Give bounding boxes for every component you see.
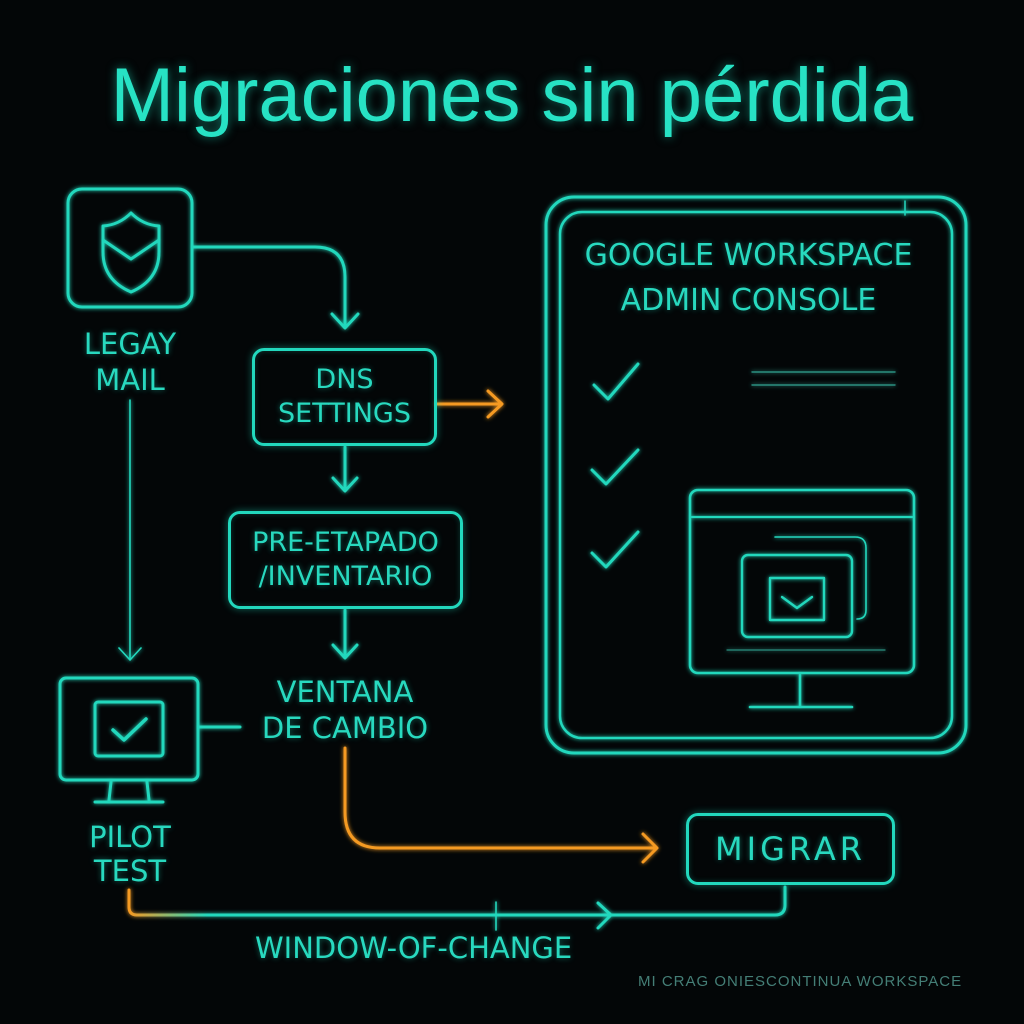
- arrow-legacy-to-dns: [191, 245, 347, 328]
- pilot-test-label: PILOT TEST: [89, 820, 171, 889]
- legacy-mail-label: LEGAY MAIL: [83, 327, 177, 398]
- arrow-ventana-to-migrar: [343, 746, 657, 850]
- node-dns-settings[interactable]: DNS SETTINGS: [252, 348, 437, 446]
- check-icon-2: [590, 448, 640, 486]
- page-title: Migraciones sin pérdida: [110, 53, 914, 138]
- admin-console-panel[interactable]: GOOGLE WORKSPACE ADMIN CONSOLE: [546, 197, 966, 753]
- window-of-change-label: WINDOW-OF-CHANGE: [255, 931, 573, 965]
- footer-caption: MI CRAG ONIESCONTINUA WORKSPACE: [638, 973, 963, 990]
- node-legacy-mail[interactable]: [68, 189, 192, 307]
- admin-console-title: GOOGLE WORKSPACE ADMIN CONSOLE: [584, 238, 913, 318]
- migrar-button[interactable]: MIGRAR: [686, 813, 895, 885]
- arrow-window-of-change: [127, 885, 787, 917]
- node-pre-etapado[interactable]: PRE-ETAPADO /INVENTARIO: [228, 511, 463, 609]
- check-icon-3: [590, 530, 640, 569]
- node-pilot-test[interactable]: [60, 678, 198, 803]
- check-icon-1: [592, 362, 640, 401]
- node-ventana-de-cambio[interactable]: VENTANA DE CAMBIO: [261, 675, 429, 746]
